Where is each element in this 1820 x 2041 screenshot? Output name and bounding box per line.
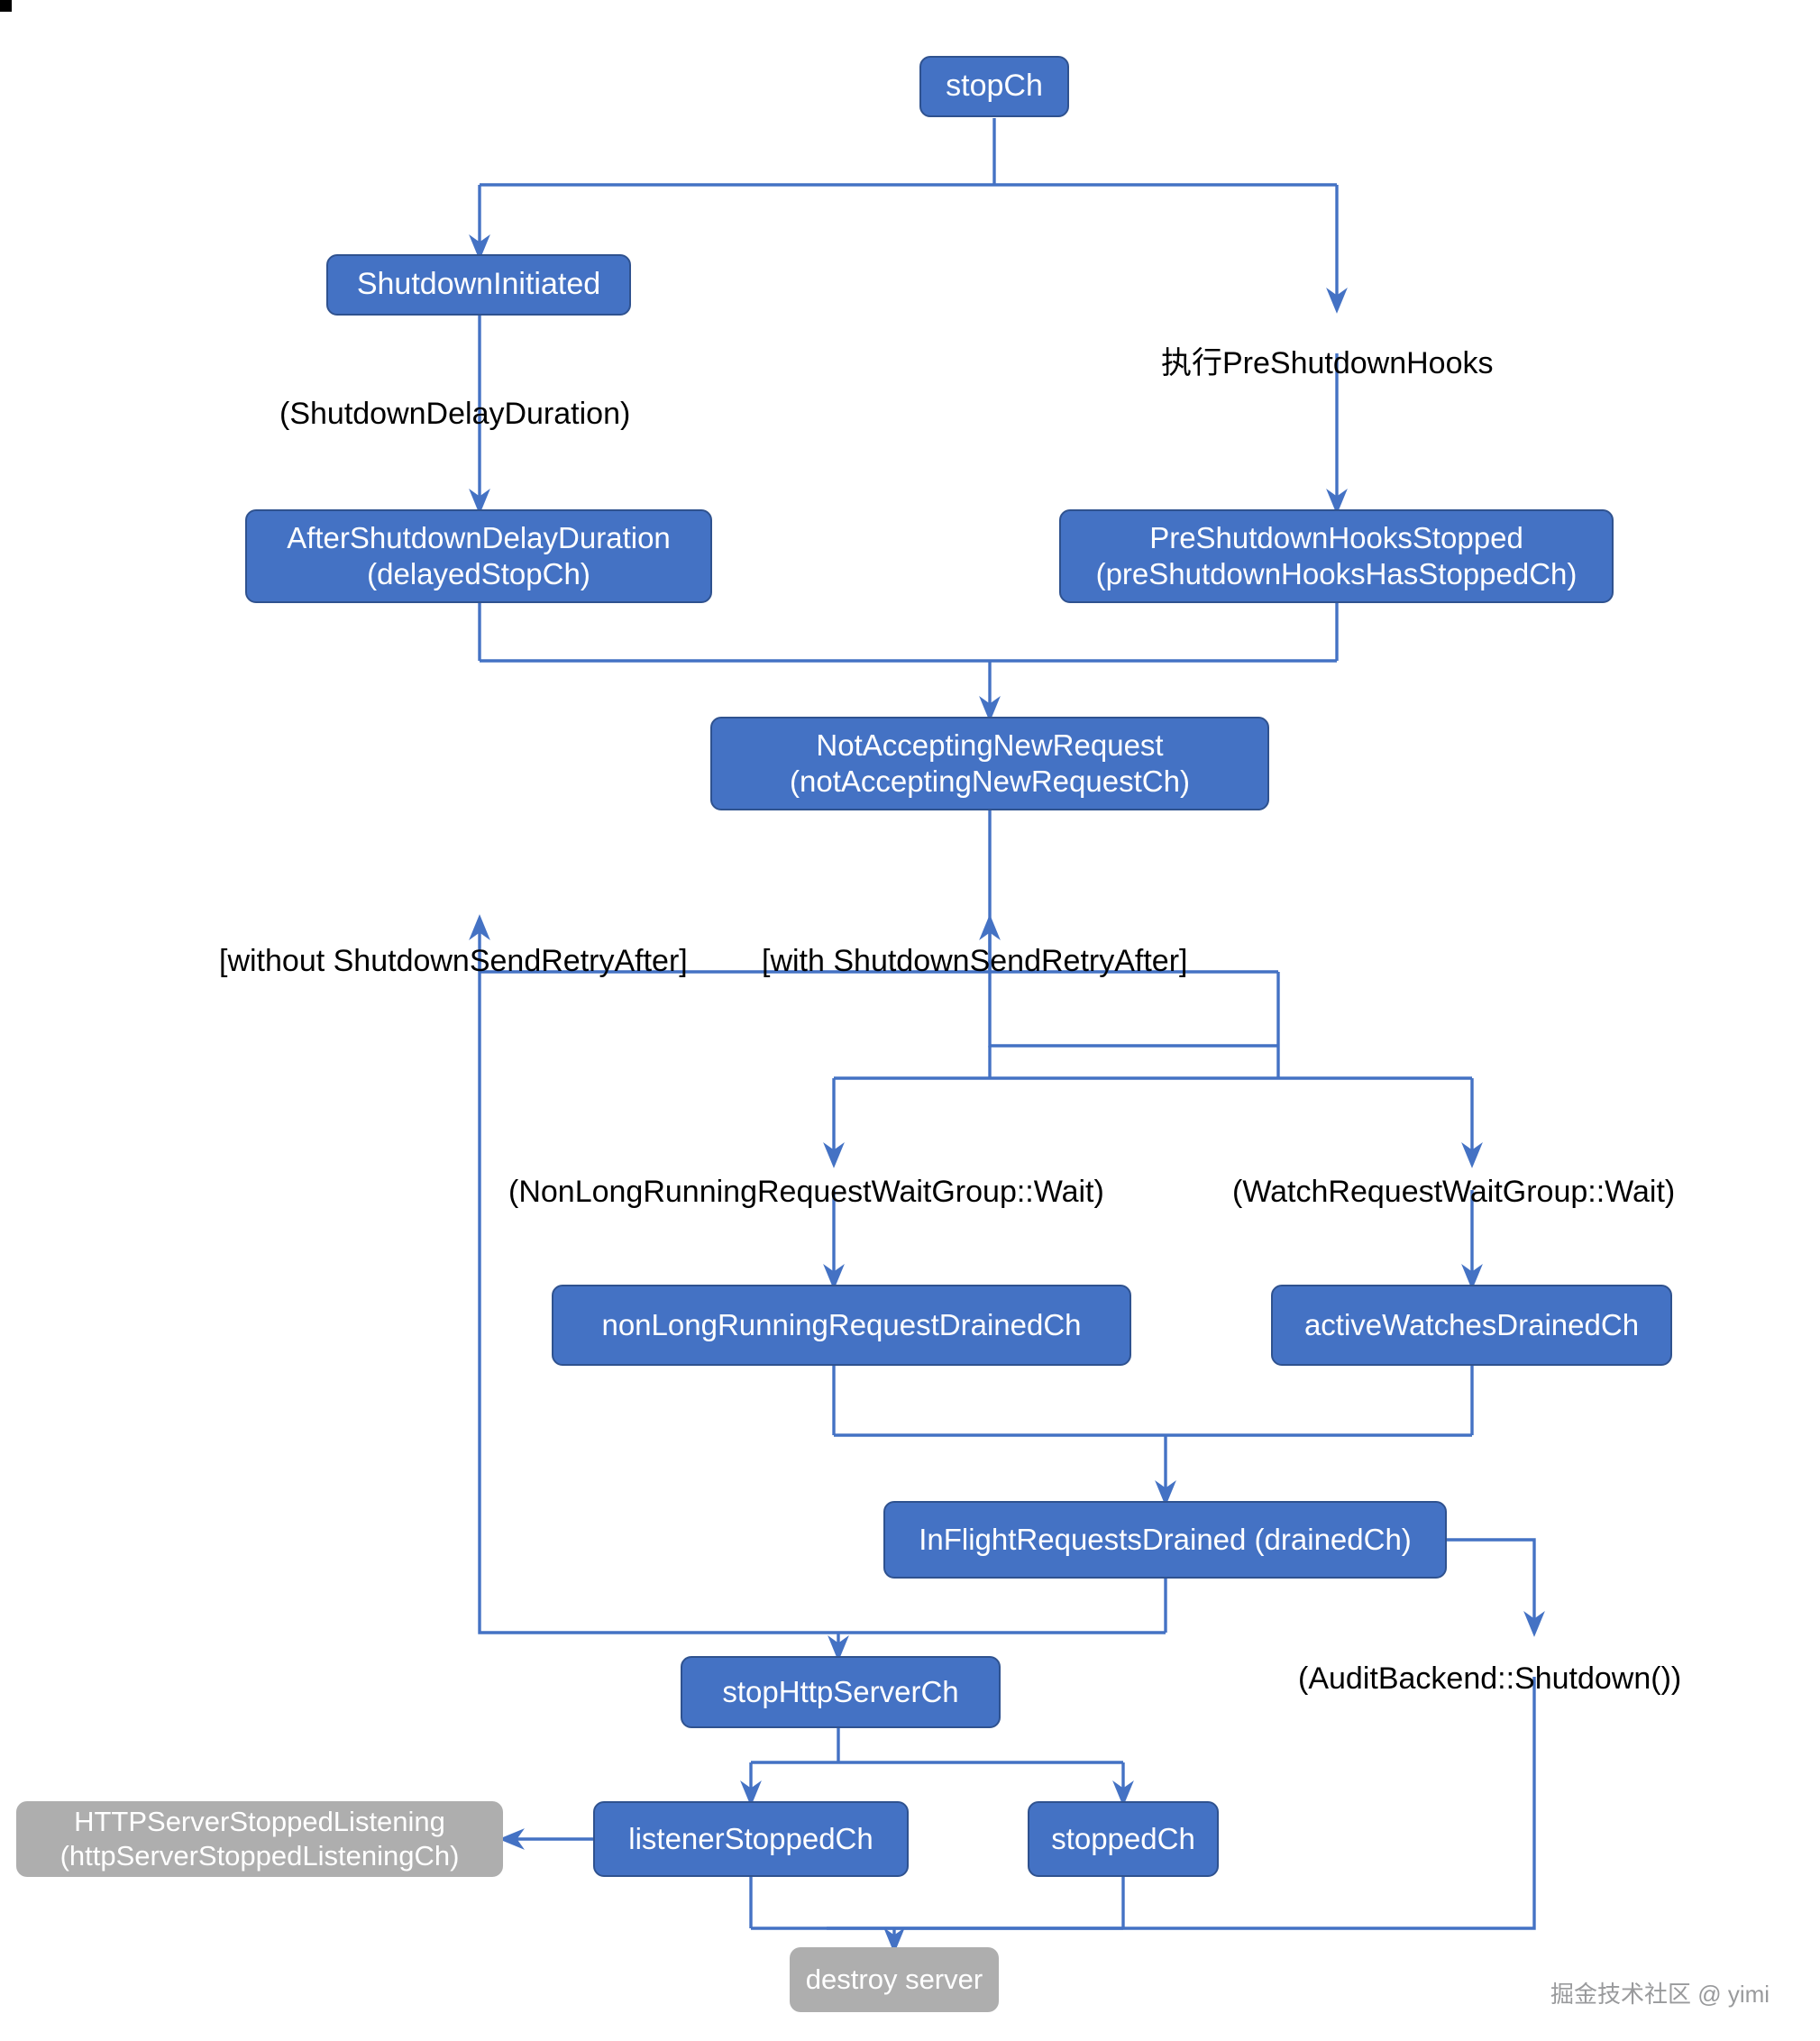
node-stopch[interactable]: stopCh <box>919 56 1069 117</box>
node-nonlongrunningrequestdrainedch-label: nonLongRunningRequestDrainedCh <box>601 1307 1082 1341</box>
node-httpserverstoppedlistening[interactable]: HTTPServerStoppedListening (httpServerSt… <box>16 1801 503 1877</box>
node-aftershutdowndelayduration-line2: (delayedStopCh) <box>367 557 590 590</box>
node-preshutdownhooksstopped-line2: (preShutdownHooksHasStoppedCh) <box>1095 557 1578 590</box>
edge-stophttp-split <box>751 1728 1123 1764</box>
node-stopch-label: stopCh <box>946 69 1043 104</box>
edge-label-preshutdownhooks: 执行PreShutdownHooks <box>1161 338 1494 382</box>
edge-label-auditbackend-shutdown-text: (AuditBackend::Shutdown()) <box>1298 1661 1682 1696</box>
node-preshutdownhooksstopped[interactable]: PreShutdownHooksStopped (preShutdownHook… <box>1059 509 1614 603</box>
node-destroy-server-label: destroy server <box>805 1963 983 1996</box>
edge-label-with-shutdownsendretryafter: [with ShutdownSendRetryAfter] <box>762 944 1187 979</box>
edge-merge-to-notaccepting <box>478 603 1339 710</box>
node-preshutdownhooksstopped-line1: PreShutdownHooksStopped <box>1149 520 1523 554</box>
node-notacceptingnewrequest-line1: NotAcceptingNewRequest <box>816 728 1164 762</box>
node-stoppedch[interactable]: stoppedCh <box>1028 1801 1219 1877</box>
node-activewatchesdrainedch[interactable]: activeWatchesDrainedCh <box>1271 1285 1672 1366</box>
edge-bottom-merge <box>749 1877 1125 1942</box>
edge-inflight-to-stophttp <box>838 1579 1167 1650</box>
node-httpserverstoppedlistening-line2: (httpServerStoppedListeningCh) <box>59 1840 460 1872</box>
edge-label-shutdowndelayduration-text: (ShutdownDelayDuration) <box>279 397 631 431</box>
node-httpserverstoppedlistening-line1: HTTPServerStoppedListening <box>74 1806 445 1838</box>
node-destroy-server[interactable]: destroy server <box>790 1947 999 2012</box>
node-aftershutdowndelayduration[interactable]: AfterShutdownDelayDuration (delayedStopC… <box>245 509 712 603</box>
edge-label-auditbackend-shutdown: (AuditBackend::Shutdown()) <box>1298 1661 1681 1697</box>
edge-drained-merge <box>832 1366 1474 1495</box>
node-activewatchesdrainedch-label: activeWatchesDrainedCh <box>1303 1307 1640 1341</box>
node-stophttpserverch-label: stopHttpServerCh <box>722 1674 959 1708</box>
node-shutdowninitiated[interactable]: ShutdownInitiated <box>326 254 631 316</box>
node-stoppedch-label: stoppedCh <box>1051 1821 1195 1855</box>
edge-label-nonlongrunningrequestwaitgroup-wait-text: (NonLongRunningRequestWaitGroup::Wait) <box>508 1175 1104 1209</box>
edge-inflight-to-audit <box>1447 1538 1545 1637</box>
node-nonlongrunningrequestdrainedch[interactable]: nonLongRunningRequestDrainedCh <box>552 1285 1131 1366</box>
node-inflightrequestsdrained[interactable]: InFlightRequestsDrained (drainedCh) <box>883 1501 1447 1579</box>
node-inflightrequestsdrained-label: InFlightRequestsDrained (drainedCh) <box>919 1522 1412 1556</box>
edge-label-without-shutdownsendretryafter: [without ShutdownSendRetryAfter] <box>219 944 688 979</box>
edge-label-with-shutdownsendretryafter-text: [with ShutdownSendRetryAfter] <box>762 944 1188 978</box>
node-stophttpserverch[interactable]: stopHttpServerCh <box>681 1656 1001 1728</box>
node-shutdowninitiated-label: ShutdownInitiated <box>356 267 601 302</box>
node-notacceptingnewrequest[interactable]: NotAcceptingNewRequest (notAcceptingNewR… <box>710 717 1269 810</box>
edge-label-shutdowndelayduration: (ShutdownDelayDuration) <box>279 397 630 432</box>
edge-label-without-shutdownsendretryafter-text: [without ShutdownSendRetryAfter] <box>219 944 688 978</box>
edge-stopch-split <box>480 118 1337 187</box>
node-listenerstoppedch[interactable]: listenerStoppedCh <box>593 1801 909 1877</box>
watermark-text: 掘金技术社区 @ yimi <box>1550 1981 1770 2008</box>
edge-label-watchrequestwaitgroup-wait: (WatchRequestWaitGroup::Wait) <box>1232 1175 1675 1210</box>
corner-registration-mark <box>0 0 12 12</box>
node-aftershutdowndelayduration-line1: AfterShutdownDelayDuration <box>287 520 671 554</box>
edge-label-nonlongrunningrequestwaitgroup-wait: (NonLongRunningRequestWaitGroup::Wait) <box>508 1175 1104 1210</box>
edge-label-preshutdownhooks-text: 执行PreShutdownHooks <box>1161 346 1494 380</box>
edge-label-watchrequestwaitgroup-wait-text: (WatchRequestWaitGroup::Wait) <box>1232 1175 1676 1209</box>
node-listenerstoppedch-label: listenerStoppedCh <box>628 1821 873 1855</box>
edge-waitgroup-fork <box>834 1046 1472 1080</box>
watermark: 掘金技术社区 @ yimi <box>1550 1976 1770 2009</box>
node-notacceptingnewrequest-line2: (notAcceptingNewRequestCh) <box>790 764 1190 798</box>
